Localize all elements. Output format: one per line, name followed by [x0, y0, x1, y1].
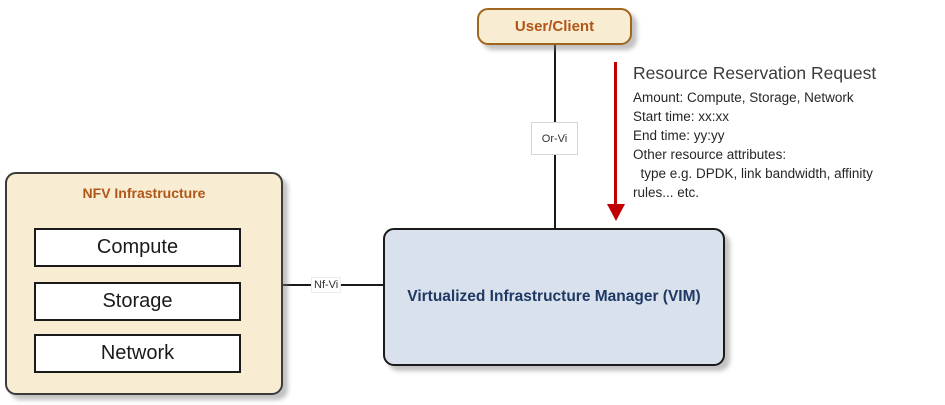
annotation-title: Resource Reservation Request [633, 63, 877, 83]
resource-request-annotation: Resource Reservation Request Amount: Com… [633, 62, 941, 202]
user-client-node: User/Client [477, 8, 632, 45]
nfv-infrastructure-node: NFV Infrastructure Compute Storage Netwo… [5, 172, 283, 395]
annotation-line: rules... etc. [633, 185, 700, 200]
annotation-line: Start time: xx:xx [633, 109, 730, 124]
resource-request-arrow [614, 62, 617, 205]
nfv-infrastructure-title: NFV Infrastructure [82, 185, 206, 201]
component-compute: Compute [34, 228, 241, 267]
user-client-label: User/Client [514, 18, 595, 35]
annotation-line: type e.g. DPDK, link bandwidth, affinity [633, 166, 873, 181]
annotation-line: End time: yy:yy [633, 128, 725, 143]
connector-orvi-label: Or-Vi [531, 122, 578, 155]
component-network: Network [34, 334, 241, 373]
annotation-line: Other resource attributes: [633, 147, 787, 162]
connector-nfvi-label: Nf-Vi [311, 277, 342, 293]
vim-node: Virtualized Infrastructure Manager (VIM) [383, 228, 725, 366]
component-storage: Storage [34, 282, 241, 321]
annotation-line: Amount: Compute, Storage, Network [633, 90, 854, 105]
vim-label: Virtualized Infrastructure Manager (VIM) [407, 288, 701, 305]
resource-request-arrowhead-icon [607, 204, 625, 221]
